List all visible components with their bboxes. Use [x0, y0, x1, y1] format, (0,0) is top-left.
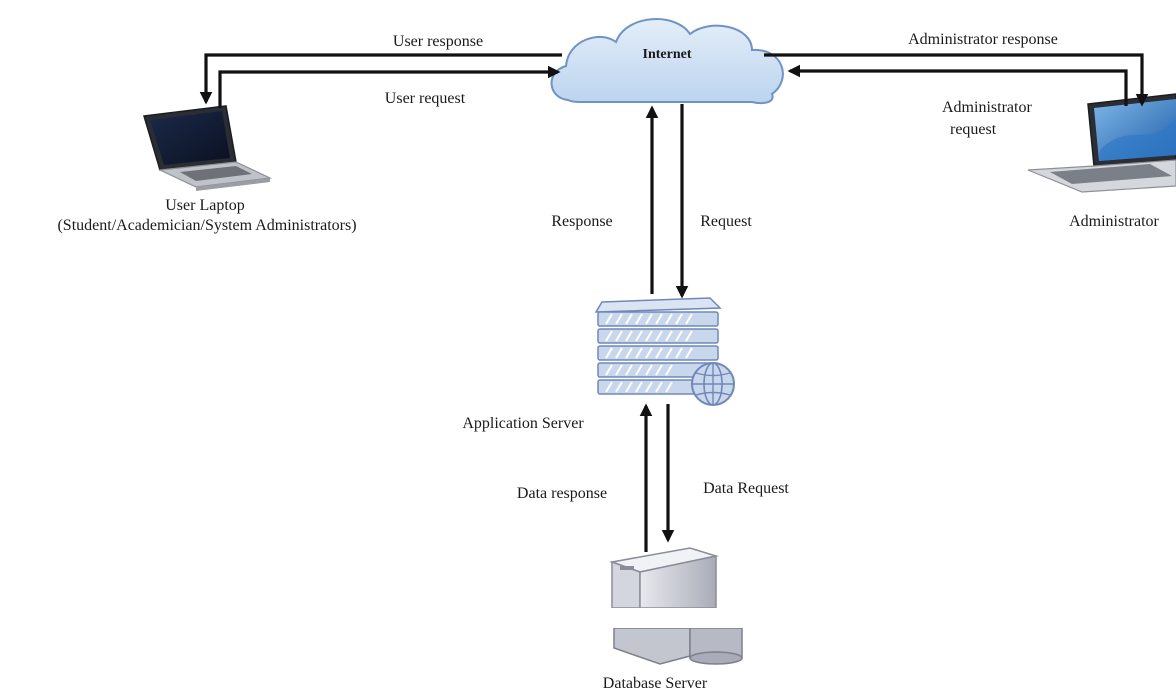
user-response-arrow [199, 53, 562, 105]
internet-label: Internet [643, 47, 692, 62]
user-laptop-label-line1: User Laptop [165, 197, 245, 214]
administrator-request-label-line2: request [950, 121, 997, 138]
user-laptop-label-line2: (Student/Academician/System Administrato… [57, 217, 356, 234]
user-response-label: User response [393, 33, 483, 50]
internet-cloud-icon [550, 18, 784, 104]
response-label: Response [551, 213, 612, 230]
database-server-label: Database Server [603, 675, 708, 692]
administrator-response-label: Administrator response [908, 31, 1058, 48]
application-server-label: Application Server [462, 415, 584, 432]
administrator-laptop-icon [1027, 93, 1176, 193]
user-request-arrow [218, 65, 561, 108]
user-laptop-icon [143, 105, 273, 191]
administrator-request-arrow [787, 64, 1128, 106]
data-request-label: Data Request [703, 480, 789, 497]
data-response-label: Data response [517, 485, 607, 502]
application-server-icon [594, 297, 735, 406]
administrator-response-arrow [764, 53, 1149, 107]
globe-icon [691, 362, 735, 406]
user-request-label: User request [385, 90, 466, 107]
occlusion-band [596, 608, 756, 628]
request-label: Request [700, 213, 752, 230]
administrator-label: Administrator [1069, 213, 1159, 230]
administrator-request-label-line1: Administrator [942, 99, 1032, 116]
database-server-icon [609, 547, 743, 665]
